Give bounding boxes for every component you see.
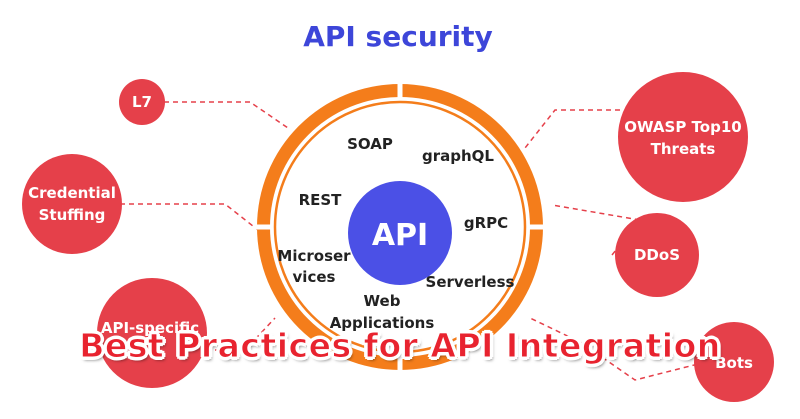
threat-owasp-circle — [618, 72, 748, 202]
threat-bots-circle — [694, 322, 774, 402]
threat-api-specific-circle — [97, 278, 207, 388]
label-grpc: gRPC — [464, 214, 508, 232]
label-microservices-line2: vices — [293, 268, 336, 286]
threat-l7-label: L7 — [132, 93, 152, 111]
label-rest: REST — [299, 191, 343, 209]
threat-credential-label-line1: Credential — [28, 184, 116, 202]
threat-ddos-circle — [615, 213, 699, 297]
connector-owasp — [524, 109, 620, 149]
threat-ddos-label: DDoS — [634, 246, 680, 264]
threat-credential-label-line2: Stuffing — [39, 206, 106, 224]
connector-credential-stuffing — [120, 203, 259, 231]
label-web-applications-line1: Web — [364, 292, 401, 310]
label-serverless: Serverless — [426, 273, 515, 291]
label-soap: SOAP — [347, 135, 393, 153]
threat-l7-circle — [119, 79, 165, 125]
diagram-title: API security — [303, 20, 493, 53]
threat-bots-label: Bots — [715, 354, 753, 372]
api-center-circle — [348, 181, 452, 285]
label-microservices-line1: Microser — [277, 247, 351, 265]
connector-l7 — [164, 101, 289, 129]
connector-bots — [529, 317, 707, 381]
threat-owasp-label-line1: OWASP Top10 — [624, 118, 741, 136]
label-graphql: graphQL — [422, 147, 494, 165]
api-center-label: API — [372, 218, 428, 253]
overlay-caption: Best Practices for API Integration — [79, 326, 721, 366]
threat-api-specific-label: API-specific — [101, 319, 199, 337]
threat-credential-stuffing-circle — [22, 154, 122, 254]
threat-nodes — [22, 72, 774, 402]
threat-owasp-label-line2: Threats — [651, 140, 716, 158]
label-web-applications-line2: Applications — [330, 314, 435, 332]
